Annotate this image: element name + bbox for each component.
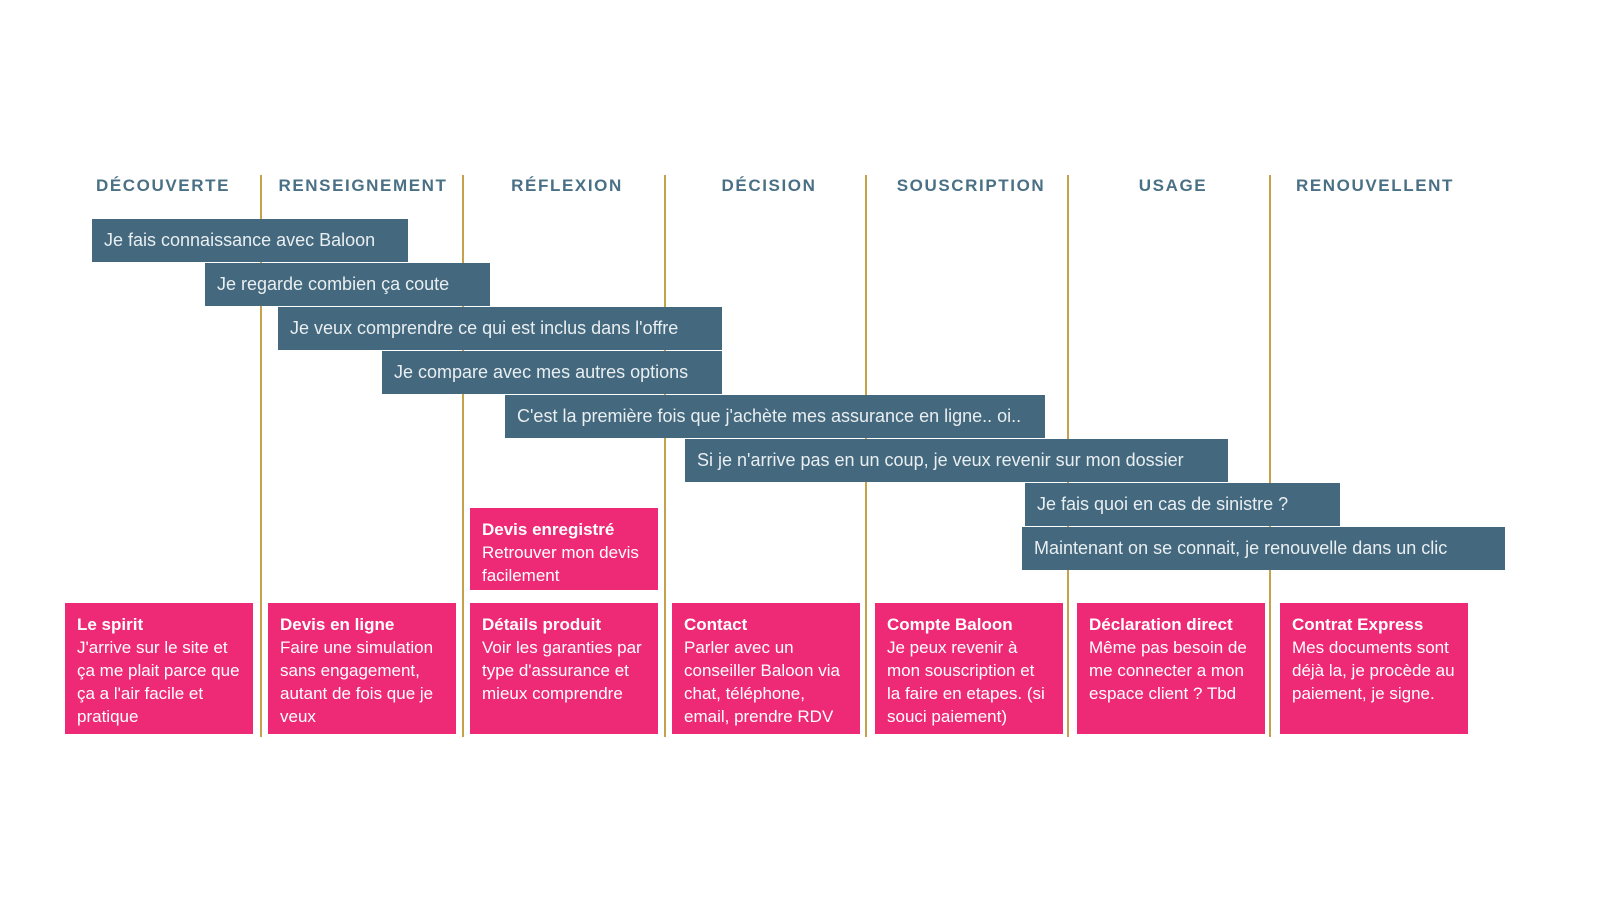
- feature-card-devis-enregistre: Devis enregistré Retrouver mon devis fac…: [470, 508, 658, 590]
- card-title: Contact: [684, 615, 748, 634]
- card-title: Contrat Express: [1292, 615, 1424, 634]
- card-title: Le spirit: [77, 615, 144, 634]
- card-body: Voir les garanties par type d'assurance …: [482, 638, 642, 703]
- feature-card-le-spirit: Le spirit J'arrive sur le site et ça me …: [65, 603, 253, 734]
- feature-card-devis-en-ligne: Devis en ligne Faire une simulation sans…: [268, 603, 456, 734]
- card-body: Faire une simulation sans engagement, au…: [280, 638, 434, 726]
- card-body: Mes documents sont déjà la, je procède a…: [1292, 638, 1455, 703]
- thought-bar: Je fais quoi en cas de sinistre ?: [1025, 483, 1340, 526]
- card-title: Devis en ligne: [280, 615, 395, 634]
- card-title: Détails produit: [482, 615, 602, 634]
- card-body: Retrouver mon devis facilement: [482, 543, 639, 585]
- stage-header-decouverte: DÉCOUVERTE: [95, 176, 231, 195]
- stage-divider: [664, 175, 666, 737]
- stage-divider: [462, 175, 464, 737]
- feature-card-details-produit: Détails produit Voir les garanties par t…: [470, 603, 658, 734]
- card-title: Déclaration direct: [1089, 615, 1233, 634]
- thought-bar: C'est la première fois que j'achète mes …: [505, 395, 1045, 438]
- thought-bar: Je regarde combien ça coute: [205, 263, 490, 306]
- thought-bar: Si je n'arrive pas en un coup, je veux r…: [685, 439, 1228, 482]
- stage-header-souscription: SOUSCRIPTION: [896, 176, 1046, 195]
- feature-card-contact: Contact Parler avec un conseiller Baloon…: [672, 603, 860, 734]
- feature-card-contrat-express: Contrat Express Mes documents sont déjà …: [1280, 603, 1468, 734]
- stage-header-decision: DÉCISION: [721, 176, 817, 195]
- card-body: Je peux revenir à mon souscription et la…: [887, 638, 1045, 726]
- thought-bar: Je compare avec mes autres options: [382, 351, 722, 394]
- stage-divider: [260, 175, 262, 737]
- card-title: Compte Baloon: [887, 615, 1013, 634]
- stage-header-usage: USAGE: [1138, 176, 1208, 195]
- thought-bar: Je fais connaissance avec Baloon: [92, 219, 408, 262]
- feature-card-declaration-direct: Déclaration direct Même pas besoin de me…: [1077, 603, 1265, 734]
- feature-card-compte-baloon: Compte Baloon Je peux revenir à mon sous…: [875, 603, 1063, 734]
- card-body: Parler avec un conseiller Baloon via cha…: [684, 638, 840, 726]
- thought-bar: Je veux comprendre ce qui est inclus dan…: [278, 307, 722, 350]
- stage-header-renouvellent: RENOUVELLENT: [1295, 176, 1455, 195]
- stage-header-renseignement: RENSEIGNEMENT: [278, 176, 448, 195]
- card-body: J'arrive sur le site et ça me plait parc…: [77, 638, 240, 726]
- card-body: Même pas besoin de me connecter a mon es…: [1089, 638, 1247, 703]
- card-title: Devis enregistré: [482, 520, 615, 539]
- stage-divider: [1269, 175, 1271, 737]
- stage-header-reflexion: RÉFLEXION: [511, 176, 623, 195]
- thought-bar: Maintenant on se connait, je renouvelle …: [1022, 527, 1505, 570]
